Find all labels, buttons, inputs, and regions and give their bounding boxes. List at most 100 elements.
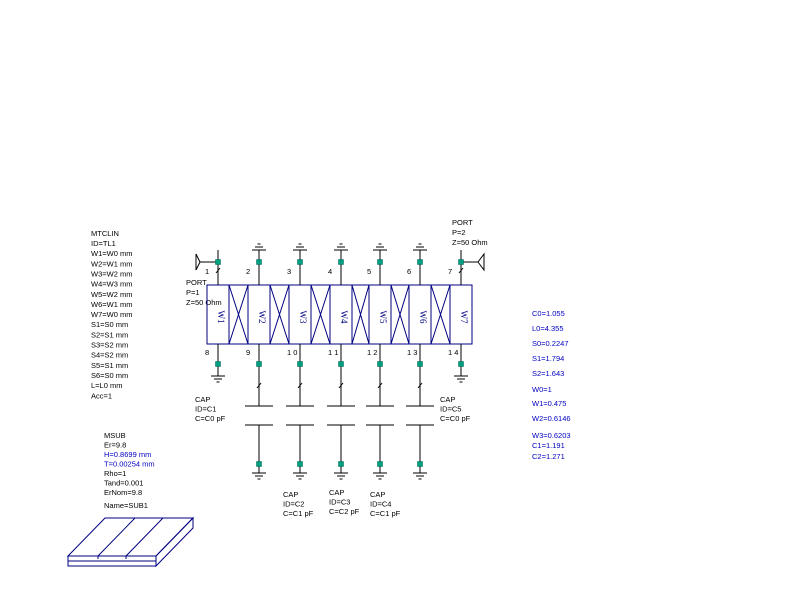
node-icon — [256, 361, 262, 367]
mclin-line: W6=W1 mm — [91, 300, 132, 309]
msub-line: H=0.8699 mm — [104, 450, 151, 459]
capacitor-label: C=C2 pF — [329, 507, 360, 516]
strip-label: W1 — [216, 311, 226, 324]
port-1-label: PORT — [186, 278, 207, 287]
mclin-line: W7=W0 mm — [91, 310, 132, 319]
port-1-label: Z=50 Ohm — [186, 298, 222, 307]
pin-number-top: 3 — [287, 267, 291, 276]
mclin-line: S5=S1 mm — [91, 361, 128, 370]
coupling-line — [269, 284, 290, 345]
strip-label: W2 — [257, 311, 267, 324]
capacitor-label: ID=C1 — [195, 405, 216, 414]
mclin-line: S4=S2 mm — [91, 351, 128, 360]
port-2[interactable]: PORT P=2 Z=50 Ohm — [452, 218, 488, 272]
node-icon — [297, 461, 303, 467]
variable-entry: L0=4.355 — [532, 324, 564, 333]
coupling-line — [351, 284, 370, 345]
mclin-line: MTCLIN — [91, 229, 119, 238]
ground-icon — [373, 472, 387, 480]
mclin-line: L=L0 mm — [91, 381, 122, 390]
node-icon — [338, 361, 344, 367]
msub-line: Tand=0.001 — [104, 479, 143, 488]
ground-icon — [293, 472, 307, 480]
node-icon — [215, 361, 221, 367]
variables-list[interactable]: C0=1.055 L0=4.355 S0=0.2247 S1=1.794 S2=… — [532, 309, 571, 461]
capacitor-label: C=C1 pF — [283, 509, 314, 518]
pin-number-top: 7 — [448, 267, 452, 276]
mclin-parameters[interactable]: MTCLIN ID=TL1 W1=W0 mm W2=W1 mm W3=W2 mm… — [91, 229, 132, 400]
mclin-line: W3=W2 mm — [91, 270, 132, 279]
node-icon — [297, 361, 303, 367]
strip-label: W4 — [339, 311, 349, 324]
strip-label: W3 — [298, 311, 308, 324]
ground-icon — [373, 243, 387, 251]
pin-number-bottom: 1 2 — [367, 348, 377, 357]
capacitor-label: ID=C2 — [283, 500, 304, 509]
capacitor-label: C=C1 pF — [370, 509, 401, 518]
strip-label: W5 — [378, 311, 388, 324]
ground-icon — [454, 375, 468, 383]
coupling-line — [390, 284, 410, 345]
ground-icon — [334, 243, 348, 251]
capacitor-label: CAP — [329, 488, 344, 497]
port-1-symbol — [195, 253, 218, 271]
port-1-label: P=1 — [186, 288, 200, 297]
msub-line: T=0.00254 mm — [104, 460, 155, 469]
capacitor-label: CAP — [195, 395, 210, 404]
mclin-line: ID=TL1 — [91, 239, 116, 248]
mclin-line: S3=S2 mm — [91, 341, 128, 350]
pin-number-bottom: 1 4 — [448, 348, 458, 357]
port-2-symbol — [461, 252, 485, 272]
pin-number-top: 6 — [407, 267, 411, 276]
mclin-line: S2=S1 mm — [91, 330, 128, 339]
capacitor-label: CAP — [440, 395, 455, 404]
node-icon — [338, 461, 344, 467]
pin-number-top: 5 — [367, 267, 371, 276]
ground-icon — [293, 243, 307, 251]
mclin-line: S6=S0 mm — [91, 371, 128, 380]
pin-number-top: 2 — [246, 267, 250, 276]
msub-line: MSUB — [104, 431, 126, 440]
ground-icon — [413, 243, 427, 251]
coupling-line — [430, 284, 451, 345]
capacitor-label: C=C0 pF — [440, 414, 471, 423]
capacitor-label: CAP — [283, 490, 298, 499]
node-icon — [458, 361, 464, 367]
pin-number-bottom: 1 3 — [407, 348, 417, 357]
pin-number-bottom: 1 1 — [328, 348, 338, 357]
port-2-label: Z=50 Ohm — [452, 238, 488, 247]
msub-line: Rho=1 — [104, 469, 126, 478]
node-icon — [297, 259, 303, 265]
msub-parameters[interactable]: MSUB Er=9.8 H=0.8699 mm T=0.00254 mm Rho… — [104, 431, 155, 510]
ground-icon — [413, 472, 427, 480]
capacitor-label: ID=C5 — [440, 405, 461, 414]
mclin-line: W2=W1 mm — [91, 259, 132, 268]
node-icon — [377, 259, 383, 265]
capacitor-label: C=C0 pF — [195, 414, 226, 423]
pin-number-top: 1 — [205, 267, 209, 276]
coupling-line — [310, 284, 331, 345]
coupled-line-strip[interactable]: W5 5 1 2 — [367, 243, 392, 368]
mclin-line: S1=S0 mm — [91, 320, 128, 329]
capacitor-label: ID=C4 — [370, 500, 391, 509]
substrate-icon[interactable] — [66, 516, 195, 568]
ground-icon — [211, 375, 225, 383]
node-icon — [377, 461, 383, 467]
variable-entry: C2=1.271 — [532, 452, 565, 461]
ground-icon — [334, 472, 348, 480]
ground-icon — [252, 243, 266, 251]
